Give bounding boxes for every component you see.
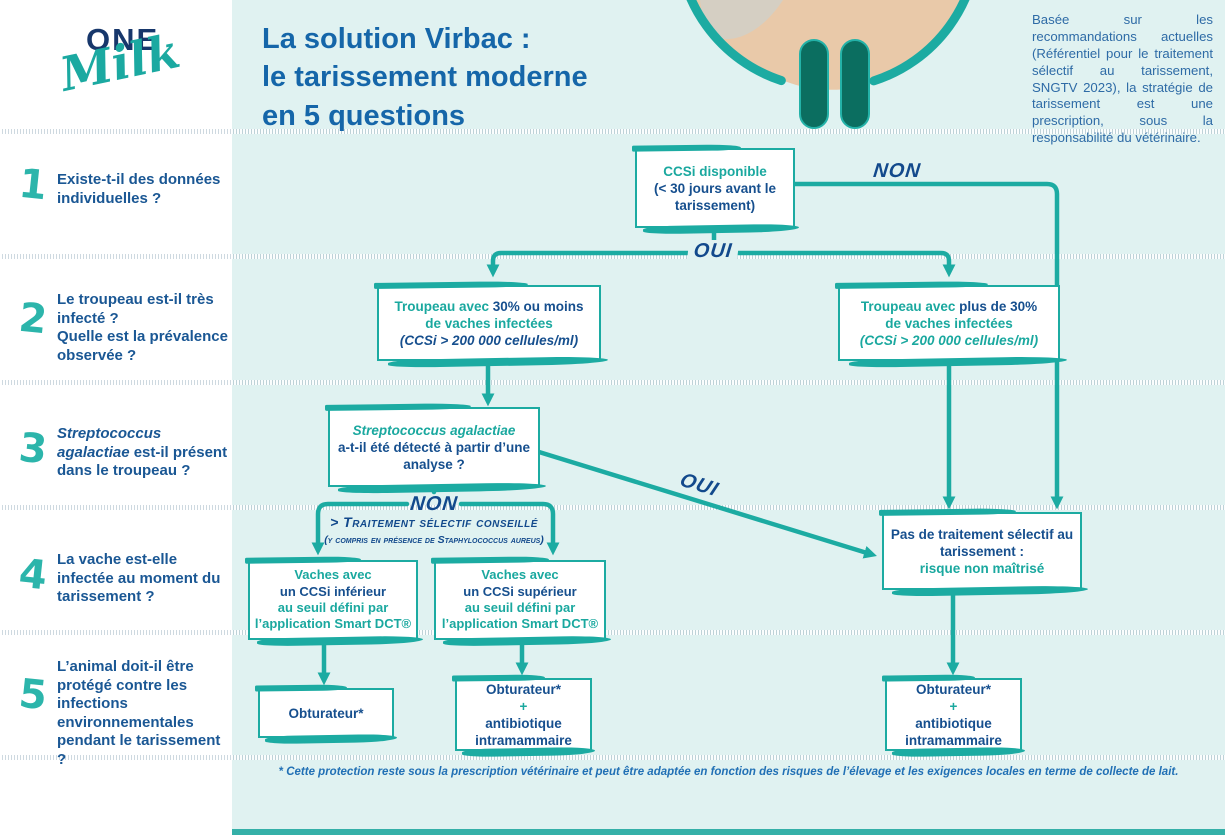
disclaimer-text: Basée sur les recommandations actuelles … bbox=[1032, 12, 1213, 146]
question-text: L’animal doit-il être protégé contre les… bbox=[57, 658, 221, 768]
flow-box-herd-high: Troupeau avec plus de 30% de vaches infe… bbox=[838, 285, 1060, 361]
flow-box-herd-low: Troupeau avec 30% ou moins de vaches inf… bbox=[377, 285, 601, 361]
flow-box-ccsi: CCSi disponible (< 30 jours avant le tar… bbox=[635, 148, 795, 228]
question-text: La vache est-elle infectée au moment du … bbox=[57, 551, 221, 606]
flow-box-cow-low: Vaches avec un CCSi inférieur au seuil d… bbox=[248, 560, 418, 640]
flow-box-no-selective: Pas de traitement sélectif au tarissemen… bbox=[882, 512, 1082, 590]
question-number: 2 bbox=[16, 294, 50, 344]
flow-box-obturator-antibiotic-right: Obturateur* + antibiotique intramammaire bbox=[885, 678, 1022, 751]
label-non-top: NON bbox=[872, 160, 922, 182]
udder-illustration bbox=[686, 0, 970, 129]
label-non-mid: NON bbox=[409, 493, 459, 515]
logo-one-text: ONE bbox=[86, 22, 160, 57]
onemilk-logo: ONE Milk bbox=[55, 16, 218, 116]
question-text: Le troupeau est-il très infecté ? Quelle… bbox=[57, 291, 228, 364]
row-divider bbox=[0, 129, 1225, 134]
label-selective-advice: > Traitement sélectif conseillé bbox=[330, 514, 538, 530]
row-divider bbox=[0, 505, 1225, 510]
row-divider bbox=[0, 755, 1225, 760]
footnote-text: * Cette protection reste sous la prescri… bbox=[278, 766, 1179, 778]
logo-milk-text: Milk bbox=[55, 24, 185, 103]
question-text: Streptococcus agalactiae est-il présent … bbox=[57, 425, 228, 480]
title-line: en 5 questions bbox=[262, 99, 466, 132]
question-number: 3 bbox=[16, 424, 50, 474]
title-line: La solution Virbac : bbox=[262, 23, 531, 55]
page-title: La solution Virbac : le tarissement mode… bbox=[262, 20, 682, 135]
flow-box-obturator-antibiotic-mid: Obturateur* + antibiotique intramammaire bbox=[455, 678, 592, 751]
question-number: 5 bbox=[16, 670, 50, 720]
flow-box-obturator: Obturateur* bbox=[258, 688, 394, 738]
row-divider bbox=[0, 254, 1225, 259]
question-number: 1 bbox=[16, 160, 50, 210]
bottom-accent-bar bbox=[232, 829, 1225, 835]
question-text: Existe-t-il des données individuelles ? bbox=[57, 171, 221, 207]
flow-box-cow-high: Vaches avec un CCSi supérieur au seuil d… bbox=[434, 560, 606, 640]
title-line: le tarissement moderne bbox=[262, 61, 588, 94]
row-divider bbox=[0, 630, 1225, 635]
question-number: 4 bbox=[16, 550, 50, 600]
label-selective-note: (y compris en présence de Staphylococcus… bbox=[324, 534, 544, 546]
row-divider bbox=[0, 380, 1225, 385]
flow-box-strep: Streptococcus agalactiae a-t-il été déte… bbox=[328, 407, 540, 487]
label-oui-top: OUI bbox=[686, 240, 740, 263]
